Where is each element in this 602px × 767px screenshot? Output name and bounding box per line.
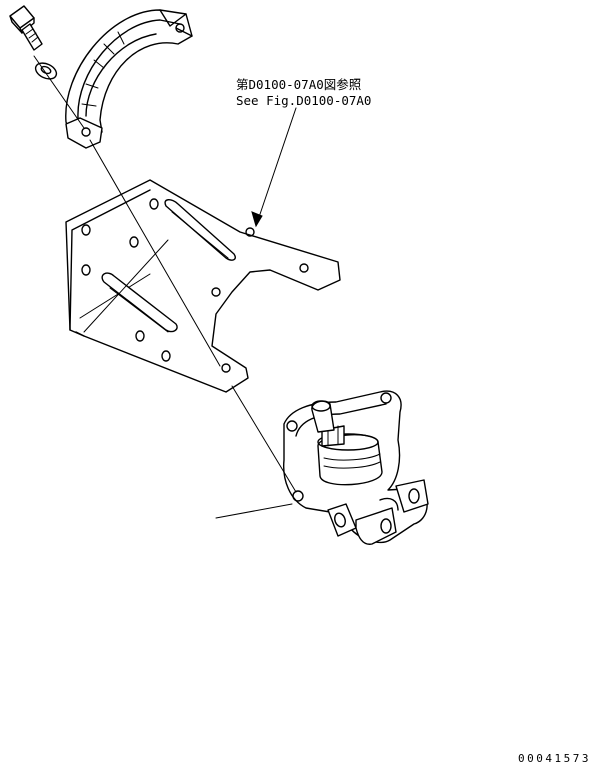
bolt	[9, 5, 43, 51]
clamp	[65, 9, 193, 149]
drawing-code: 00041573	[518, 752, 591, 765]
reference-label-jp: 第D0100-07A0図参照	[236, 77, 361, 92]
pump-assembly	[283, 390, 429, 545]
reference-label-en: See Fig.D0100-07A0	[236, 93, 371, 108]
bracket	[65, 179, 341, 393]
center-lines	[33, 55, 297, 493]
leader-lines	[215, 107, 297, 519]
washer	[34, 62, 58, 80]
